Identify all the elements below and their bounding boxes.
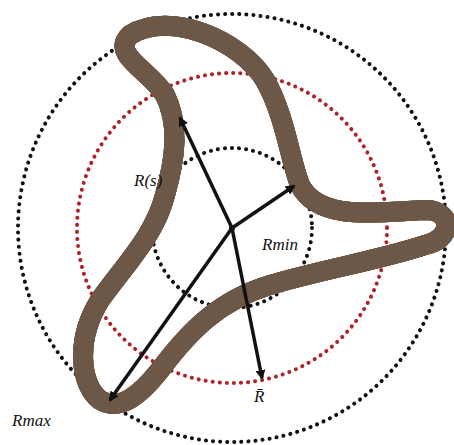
radius-label: R(s)	[134, 172, 162, 189]
center-point	[229, 225, 235, 231]
radius-arrows	[110, 118, 294, 400]
max-circle	[18, 14, 446, 442]
mean-circle	[77, 73, 387, 383]
tube	[83, 26, 446, 404]
max-radius-label: Rmax	[12, 412, 51, 429]
mean-radius-label: R̄	[254, 388, 264, 405]
min-radius-label: Rmin	[262, 236, 298, 253]
